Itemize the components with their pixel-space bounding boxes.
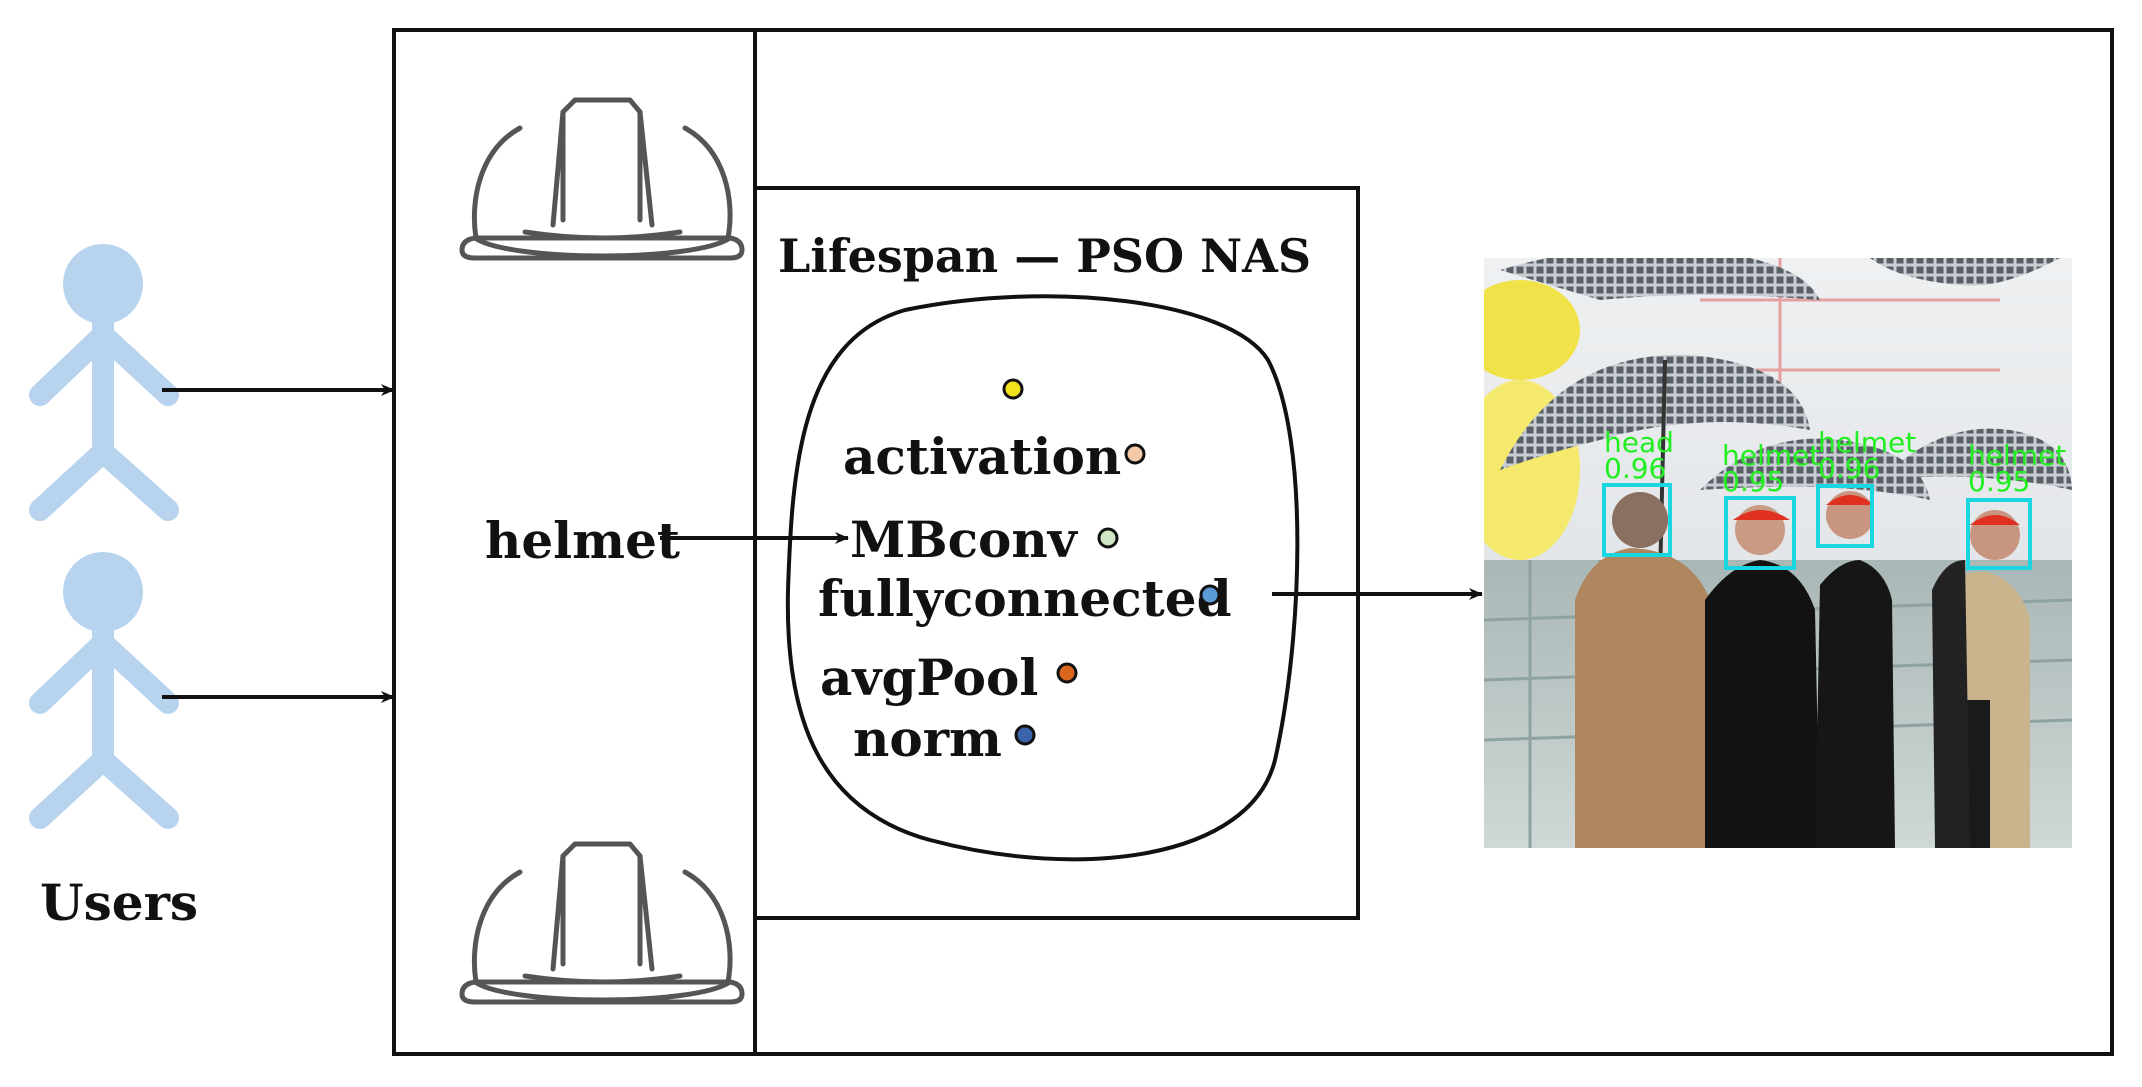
search-space-blob xyxy=(785,294,1300,862)
input-label: helmet xyxy=(485,511,680,570)
search-item-label-avgpool: avgPool xyxy=(820,648,1038,707)
nas-title: Lifespan — PSO NAS xyxy=(778,229,1311,283)
detection-score-label: 0.95 xyxy=(1968,465,2030,498)
search-item-label-fullyconnected: fullyconnected xyxy=(818,569,1232,628)
search-item-dot-norm xyxy=(1014,724,1036,746)
detection-class-label: helmet xyxy=(1722,439,1820,472)
hard-hat-icon xyxy=(459,841,745,1005)
search-item-label-activation: activation xyxy=(843,427,1121,486)
search-item-dot-fullyconnected xyxy=(1199,584,1221,606)
nas-box xyxy=(753,186,1360,920)
detection-score-label: 0.96 xyxy=(1604,452,1666,485)
detection-class-label: helmet xyxy=(1968,439,2066,472)
search-item-label-mbconv: MBconv xyxy=(850,510,1079,569)
users-label: Users xyxy=(40,873,198,932)
user-figure-icon xyxy=(29,244,179,521)
search-item-dot-avgpool xyxy=(1056,662,1078,684)
search-item-dot-unlabeled xyxy=(1002,378,1024,400)
detection-class-label: helmet xyxy=(1818,426,1916,459)
hard-hat-icon xyxy=(459,97,745,261)
detection-score-label: 0.96 xyxy=(1818,452,1880,485)
user-figure-icon xyxy=(29,552,179,829)
outer-frame xyxy=(392,28,2114,1056)
detection-score-label: 0.95 xyxy=(1722,465,1784,498)
search-item-dot-activation xyxy=(1124,443,1146,465)
search-item-label-norm: norm xyxy=(853,709,1002,768)
detection-class-label: head xyxy=(1604,426,1674,459)
search-item-dot-mbconv xyxy=(1097,527,1119,549)
